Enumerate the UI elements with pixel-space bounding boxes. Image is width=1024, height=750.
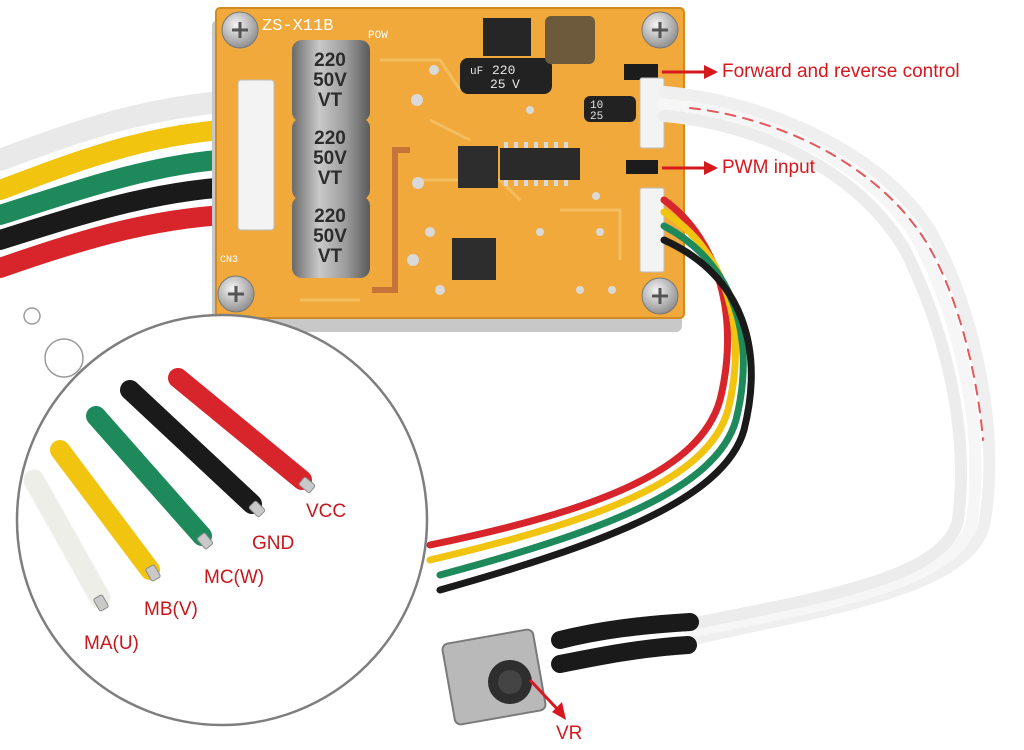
callout-arrows [528,65,718,720]
copper-wire [372,147,410,293]
mosfet-2 [452,238,496,280]
cap1-voltage: 50V [313,70,347,91]
hall-connector [639,187,665,273]
cap3-value: 220 [314,206,346,227]
pwm-callout: PWM input [722,157,815,178]
wire-label-ma: MA(U) [84,633,139,654]
wire-label-gnd: GND [252,533,295,554]
mosfet-1 [458,146,498,188]
cap1-series: VT [318,90,343,111]
wire-label-mc: MC(W) [204,567,265,588]
hcap-unit: uF [470,66,483,78]
ribbon-cable [658,86,996,646]
cap3-series: VT [318,246,343,267]
horizontal-capacitor [460,58,552,94]
hcap-v: V [512,77,520,92]
forward-reverse-callout: Forward and reverse control [722,61,960,82]
wire-label-mb: MB(V) [144,599,198,620]
vr-callout: VR [556,723,583,744]
decor-circle-large [44,338,84,378]
hcap-value: 220 [492,63,515,78]
board-model: ZS-X11B [262,17,333,36]
main-ic [500,148,580,180]
cap2-voltage: 50V [313,148,347,169]
pcb-board [215,7,685,319]
pow-label: POW [368,30,388,42]
cap2-series: VT [318,168,343,189]
wire-label-vcc: VCC [306,501,347,522]
cap1-value: 220 [314,50,346,71]
forward-reverse-jumper [624,64,658,80]
hcap-voltage: 25 [490,77,506,92]
hall-wires [426,196,755,594]
large-capacitors [292,40,370,278]
wire-closeup-inset [15,313,429,727]
motor-connector [237,79,275,231]
ic-pins [504,142,568,186]
inductor [545,16,595,64]
small-capacitor [584,96,636,122]
cap3-voltage: 50V [313,226,347,247]
decor-circle-small [23,307,41,325]
mounting-screws [217,11,679,315]
regulator-chip [483,18,531,56]
potentiometer [441,613,699,726]
cn3-label: CN3 [220,255,238,266]
solder-pads [407,65,616,295]
pcb-traces [300,58,622,302]
pwm-jumper [626,160,658,174]
cap2-value: 220 [314,128,346,149]
scap-value: 10 [590,100,603,112]
scap-voltage: 25 [590,111,603,123]
